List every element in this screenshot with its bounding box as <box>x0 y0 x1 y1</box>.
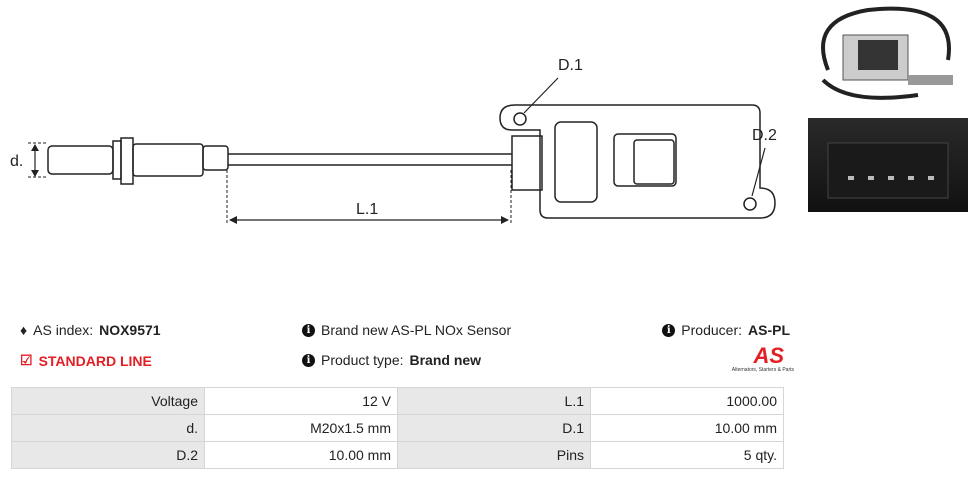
spec-value: 1000.00 <box>590 387 784 415</box>
spec-label: D.1 <box>397 414 591 442</box>
connector-photo[interactable] <box>808 118 968 212</box>
label-l1: L.1 <box>356 201 378 218</box>
as-index-value: NOX9571 <box>99 322 161 338</box>
spec-label: L.1 <box>397 387 591 415</box>
spec-value: 12 V <box>204 387 398 415</box>
producer: i Producer:AS-PL <box>662 322 790 338</box>
label-d1: D.1 <box>558 57 583 74</box>
technical-drawing: d. L.1 D.1 D.2 <box>10 57 777 225</box>
spec-label: Voltage <box>11 387 205 415</box>
spec-value: 10.00 mm <box>204 441 398 469</box>
product-type: i Product type:Brand new <box>302 352 481 368</box>
spec-label: D.2 <box>11 441 205 469</box>
spec-value: 5 qty. <box>590 441 784 469</box>
spec-value: 10.00 mm <box>590 414 784 442</box>
label-d2: D.2 <box>752 127 777 144</box>
info-icon: i <box>302 323 315 337</box>
tags-icon: ♦ <box>20 322 28 338</box>
spec-label: Pins <box>397 441 591 469</box>
info-icon: i <box>302 353 315 367</box>
info-icon: i <box>662 323 676 337</box>
description: i Brand new AS-PL NOx Sensor <box>302 322 511 338</box>
standard-line: ☑ STANDARD LINE <box>20 352 152 369</box>
label-d: d. <box>10 153 23 170</box>
as-pl-logo: AS Alternators, Starters & Parts <box>731 343 794 374</box>
as-index: ♦ AS index:NOX9571 <box>20 322 161 338</box>
product-photo[interactable] <box>808 0 968 112</box>
checkbox-icon: ☑ <box>20 352 33 368</box>
spec-label: d. <box>11 414 205 442</box>
spec-value: M20x1.5 mm <box>204 414 398 442</box>
